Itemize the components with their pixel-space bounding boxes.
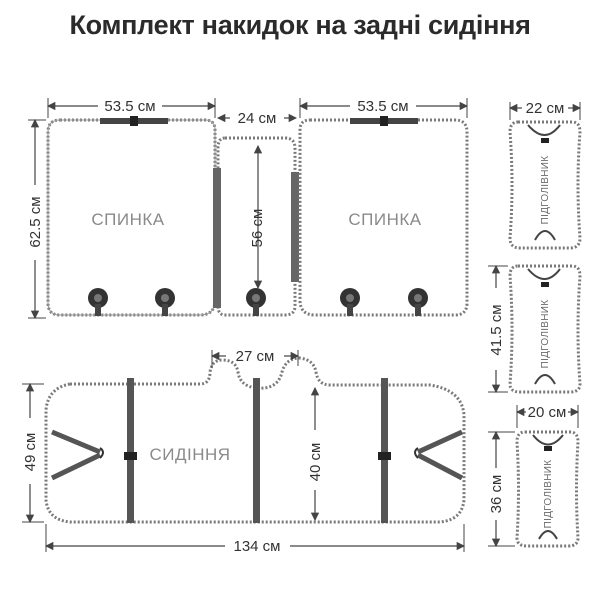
strap-top-left (350, 118, 380, 124)
dim-back-middle-height: 56 см (249, 209, 266, 248)
seat-label: СИДІННЯ (149, 445, 230, 464)
hook-icon (88, 288, 108, 316)
strap-top-right (388, 118, 418, 124)
dim-headrest-2-height: 41.5 см (488, 304, 505, 355)
backrest-left-label: СПИНКА (91, 210, 164, 229)
dim-seat-notch-width: 27 см (236, 348, 275, 365)
seat-strap (127, 378, 134, 523)
page-title: Комплект накидок на задні сидіння (69, 10, 531, 40)
side-strap-right (414, 429, 464, 481)
buckle-icon (541, 138, 549, 143)
headrest-1-label: ПІДГОЛІВНИК (540, 156, 551, 225)
seat-strap (253, 378, 260, 523)
side-strap-left (50, 429, 104, 481)
dim-seat-height: 49 см (22, 433, 39, 472)
seat-strap (381, 378, 388, 523)
dim-seat-width: 134 см (233, 538, 280, 555)
headrest-3-panel: ПІДГОЛІВНИК (515, 430, 580, 548)
hook-icon (246, 288, 266, 316)
buckle-icon (541, 282, 549, 287)
buckle-icon (378, 452, 391, 460)
buckle-icon (544, 446, 552, 451)
dim-back-height: 62.5 см (27, 196, 44, 247)
buckle-icon (380, 116, 388, 126)
dim-seat-middle-height: 40 см (307, 443, 324, 482)
buckle-icon (124, 452, 137, 460)
backrest-right-panel: СПИНКА (298, 116, 469, 317)
strap-top-left (100, 118, 130, 124)
dim-back-right-width: 53.5 см (357, 98, 408, 115)
headrest-3-label: ПІДГОЛІВНИК (543, 460, 554, 529)
hook-icon (408, 288, 428, 316)
dim-back-left-width: 53.5 см (104, 98, 155, 115)
hook-icon (340, 288, 360, 316)
backrest-middle-panel: 56 см (213, 136, 299, 317)
hook-icon (155, 288, 175, 316)
dim-headrest-3-width: 20 см (528, 404, 567, 421)
strap-top-right (138, 118, 168, 124)
backrest-left-panel: СПИНКА (46, 116, 217, 317)
headrest-2-label: ПІДГОЛІВНИК (540, 300, 551, 369)
dim-headrest-1-width: 22 см (526, 100, 565, 117)
dim-headrest-3-height: 36 см (488, 475, 505, 514)
dim-back-middle-width: 24 см (238, 110, 277, 127)
seat-panel: СИДІННЯ 40 см (44, 356, 466, 524)
headrest-1-panel: ПІДГОЛІВНИК (508, 120, 582, 250)
buckle-icon (130, 116, 138, 126)
headrest-2-panel: ПІДГОЛІВНИК (508, 264, 582, 394)
backrest-right-label: СПИНКА (348, 210, 421, 229)
zipper-right (291, 172, 299, 282)
zipper-left (213, 168, 221, 308)
